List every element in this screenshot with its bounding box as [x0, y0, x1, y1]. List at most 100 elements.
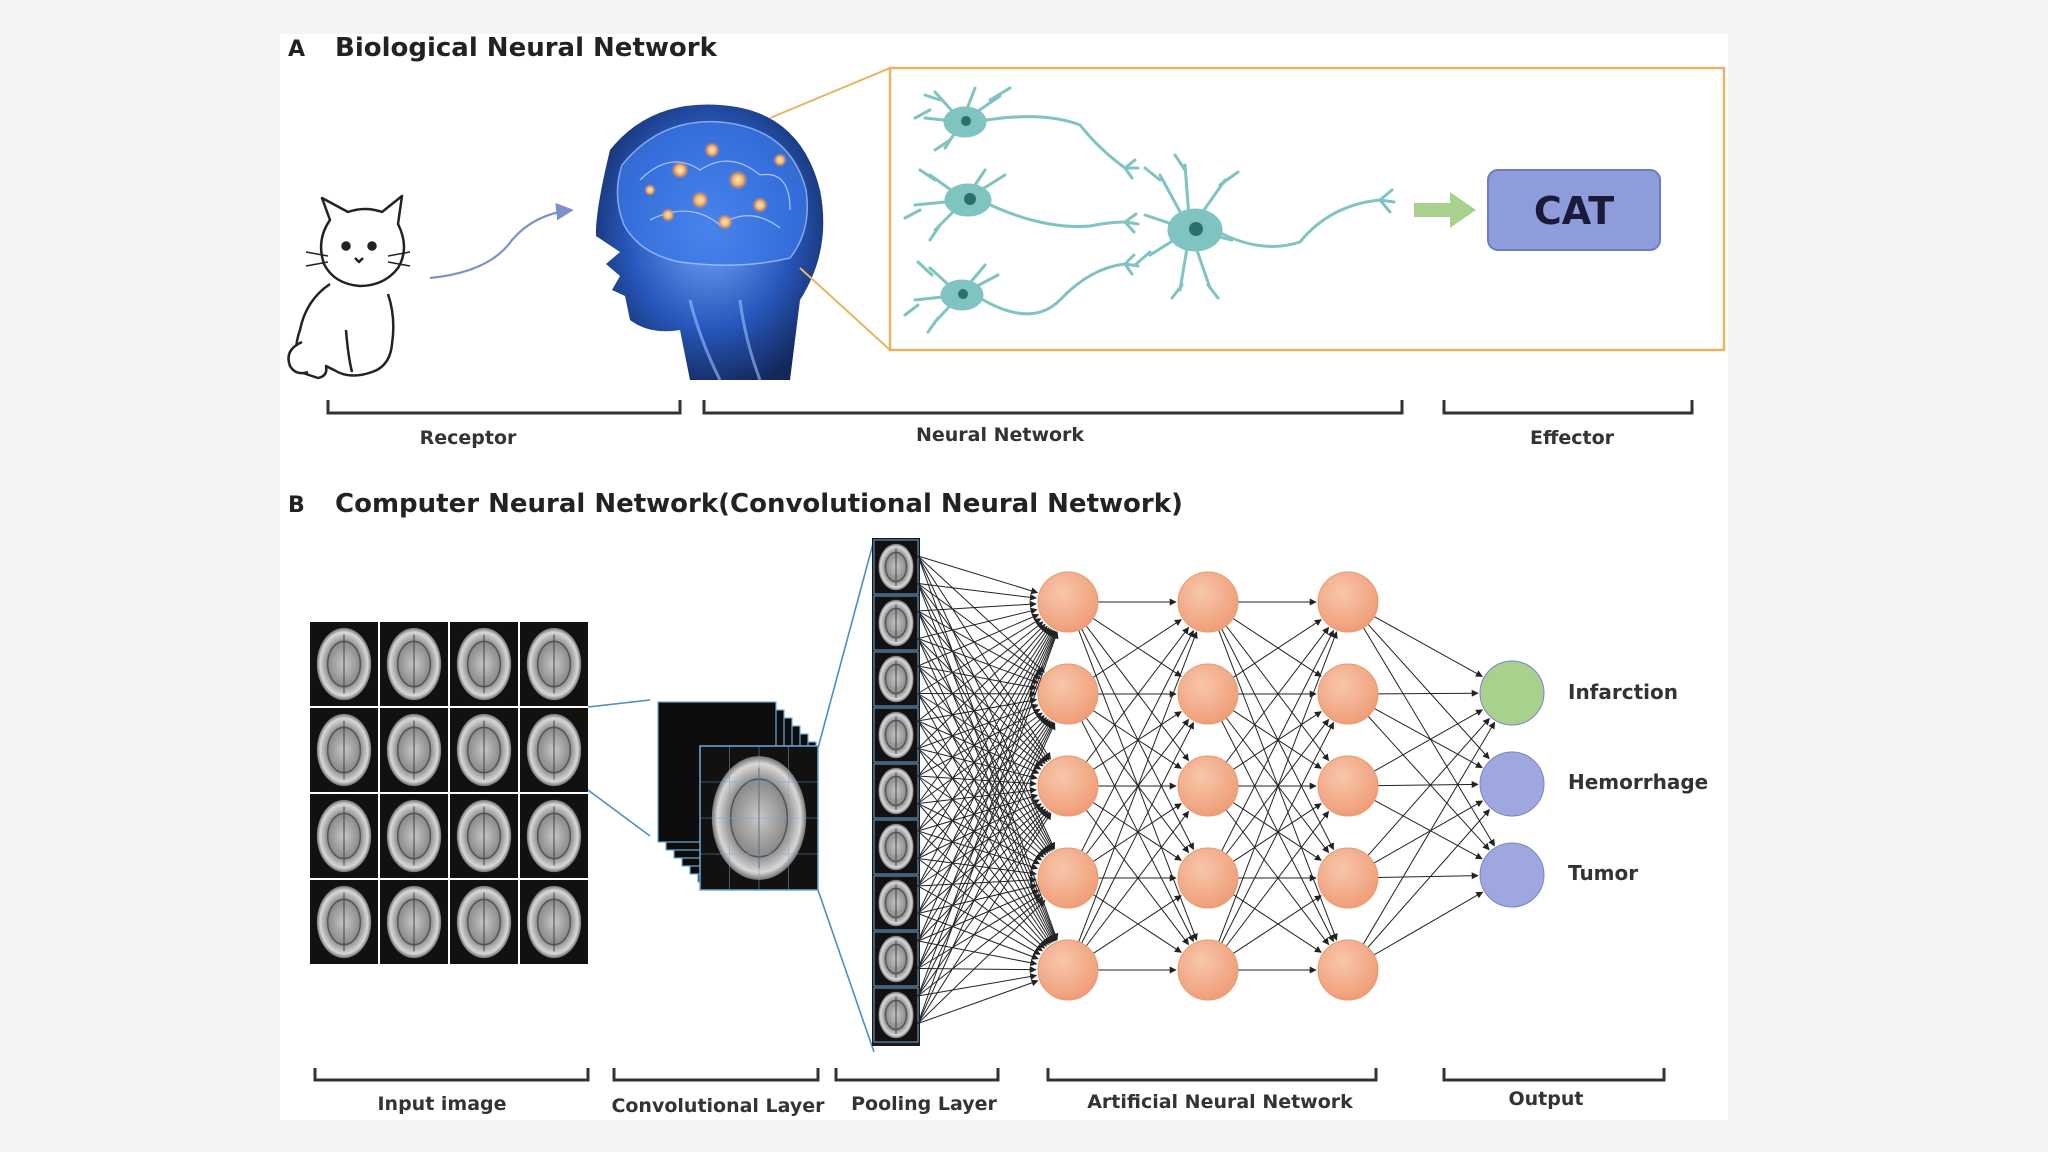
connection-edge	[1232, 619, 1322, 678]
mri-slice	[380, 880, 448, 964]
connection-edge	[917, 631, 1059, 1024]
label-pooling-layer: Pooling Layer	[851, 1093, 997, 1115]
connection-edge	[1232, 895, 1322, 954]
connection-edge	[917, 629, 1053, 859]
connection-edge	[917, 630, 1057, 969]
connection-edge	[1377, 780, 1479, 788]
hidden-node	[1317, 663, 1379, 725]
mri-slice	[380, 622, 448, 706]
label-convolutional-layer: Convolutional Layer	[611, 1095, 825, 1117]
connection-edge	[1373, 800, 1484, 864]
connection-edge	[917, 693, 1049, 854]
panel-a-brackets	[326, 400, 1694, 415]
label-output: Output	[1509, 1088, 1584, 1110]
mri-slice	[520, 794, 588, 878]
connection-edge	[917, 583, 1054, 851]
connection-edge	[1367, 717, 1490, 856]
cat-icon	[287, 194, 411, 380]
connection-edge	[917, 722, 1056, 1024]
connection-edge	[1085, 626, 1190, 763]
cat-output-box	[1487, 169, 1661, 251]
panel-b-brackets	[313, 1068, 1666, 1082]
hidden-node	[1037, 663, 1099, 725]
connection-edge	[1377, 689, 1479, 697]
pooling-tile	[873, 707, 919, 763]
panel-b-letter: B	[288, 493, 305, 518]
connection-edge	[917, 625, 1048, 777]
connection-edge	[917, 830, 1046, 949]
connection-edge	[917, 973, 1038, 997]
zoom-line-top	[769, 67, 891, 119]
pooling-tile	[873, 651, 919, 707]
hidden-node	[1037, 755, 1099, 817]
label-neural-network: Neural Network	[916, 424, 1084, 446]
output-node	[1479, 660, 1545, 726]
connection-edge	[917, 638, 1046, 765]
connection-edge	[917, 627, 1050, 804]
hidden-node	[1037, 847, 1099, 909]
output-label-hemorrhage: Hemorrhage	[1568, 770, 1708, 794]
connection-edge	[1092, 894, 1182, 953]
zoom-line-bottom	[799, 267, 891, 351]
connection-edge	[917, 775, 1049, 946]
mri-slice	[520, 880, 588, 964]
hidden-node	[1037, 939, 1099, 1001]
connection-edge	[917, 718, 1049, 887]
pooling-tile	[873, 539, 919, 595]
hidden-node	[1037, 571, 1099, 633]
connection-edge	[917, 629, 1054, 887]
connection-edge	[1092, 618, 1182, 677]
conv-connector-top	[587, 699, 651, 708]
mri-slice	[450, 794, 518, 878]
connection-edge	[917, 628, 1051, 832]
connection-edge	[1225, 626, 1330, 763]
connection-edge	[917, 583, 1037, 601]
output-node	[1479, 842, 1545, 908]
pool-connector-top	[817, 539, 875, 749]
hidden-node	[1317, 571, 1379, 633]
connection-edge	[1373, 891, 1484, 956]
network-nodes	[1037, 571, 1545, 1001]
connection-edge	[1232, 618, 1322, 677]
connection-edge	[1225, 625, 1330, 762]
feature-map-front	[700, 746, 818, 890]
hidden-node	[1177, 939, 1239, 1001]
connection-edge	[917, 721, 1054, 969]
mri-slice	[450, 622, 518, 706]
convolutional-feature-maps	[657, 701, 819, 891]
connection-edge	[917, 630, 1056, 942]
connection-edge	[1367, 623, 1490, 760]
connection-edge	[917, 885, 1041, 955]
connection-edge	[917, 894, 1042, 969]
connection-edge	[917, 621, 1044, 722]
label-artificial-neural-network: Artificial Neural Network	[1087, 1091, 1353, 1113]
hidden-node	[1177, 571, 1239, 633]
mri-slice	[310, 880, 378, 964]
connection-edge	[1373, 709, 1484, 772]
connection-edge	[917, 966, 1037, 974]
connection-edge	[1085, 810, 1190, 947]
connection-edge	[1221, 721, 1334, 944]
connection-edge	[917, 712, 1043, 804]
connection-edge	[1081, 629, 1194, 852]
connection-edge	[1232, 802, 1322, 861]
panel-b-title: Computer Neural Network(Convolutional Ne…	[335, 489, 1183, 519]
connection-edge	[1081, 721, 1194, 944]
hidden-node	[1177, 755, 1239, 817]
label-input-image: Input image	[377, 1093, 506, 1115]
connection-edge	[917, 693, 1042, 770]
connection-edge	[1373, 616, 1483, 677]
pooling-feature-strip	[872, 538, 920, 1046]
output-label-tumor: Tumor	[1568, 861, 1638, 885]
panel-a-letter: A	[288, 37, 305, 62]
pooling-tile	[873, 987, 919, 1043]
connection-edge	[917, 979, 1039, 1024]
connection-edge	[917, 812, 1052, 1024]
connection-edge	[917, 555, 1051, 760]
connection-edge	[1092, 895, 1182, 954]
connection-edge	[1363, 627, 1495, 847]
connection-edge	[917, 720, 1040, 774]
connection-edge	[1362, 721, 1496, 945]
connection-edge	[1374, 799, 1483, 860]
hidden-node	[1177, 663, 1239, 725]
